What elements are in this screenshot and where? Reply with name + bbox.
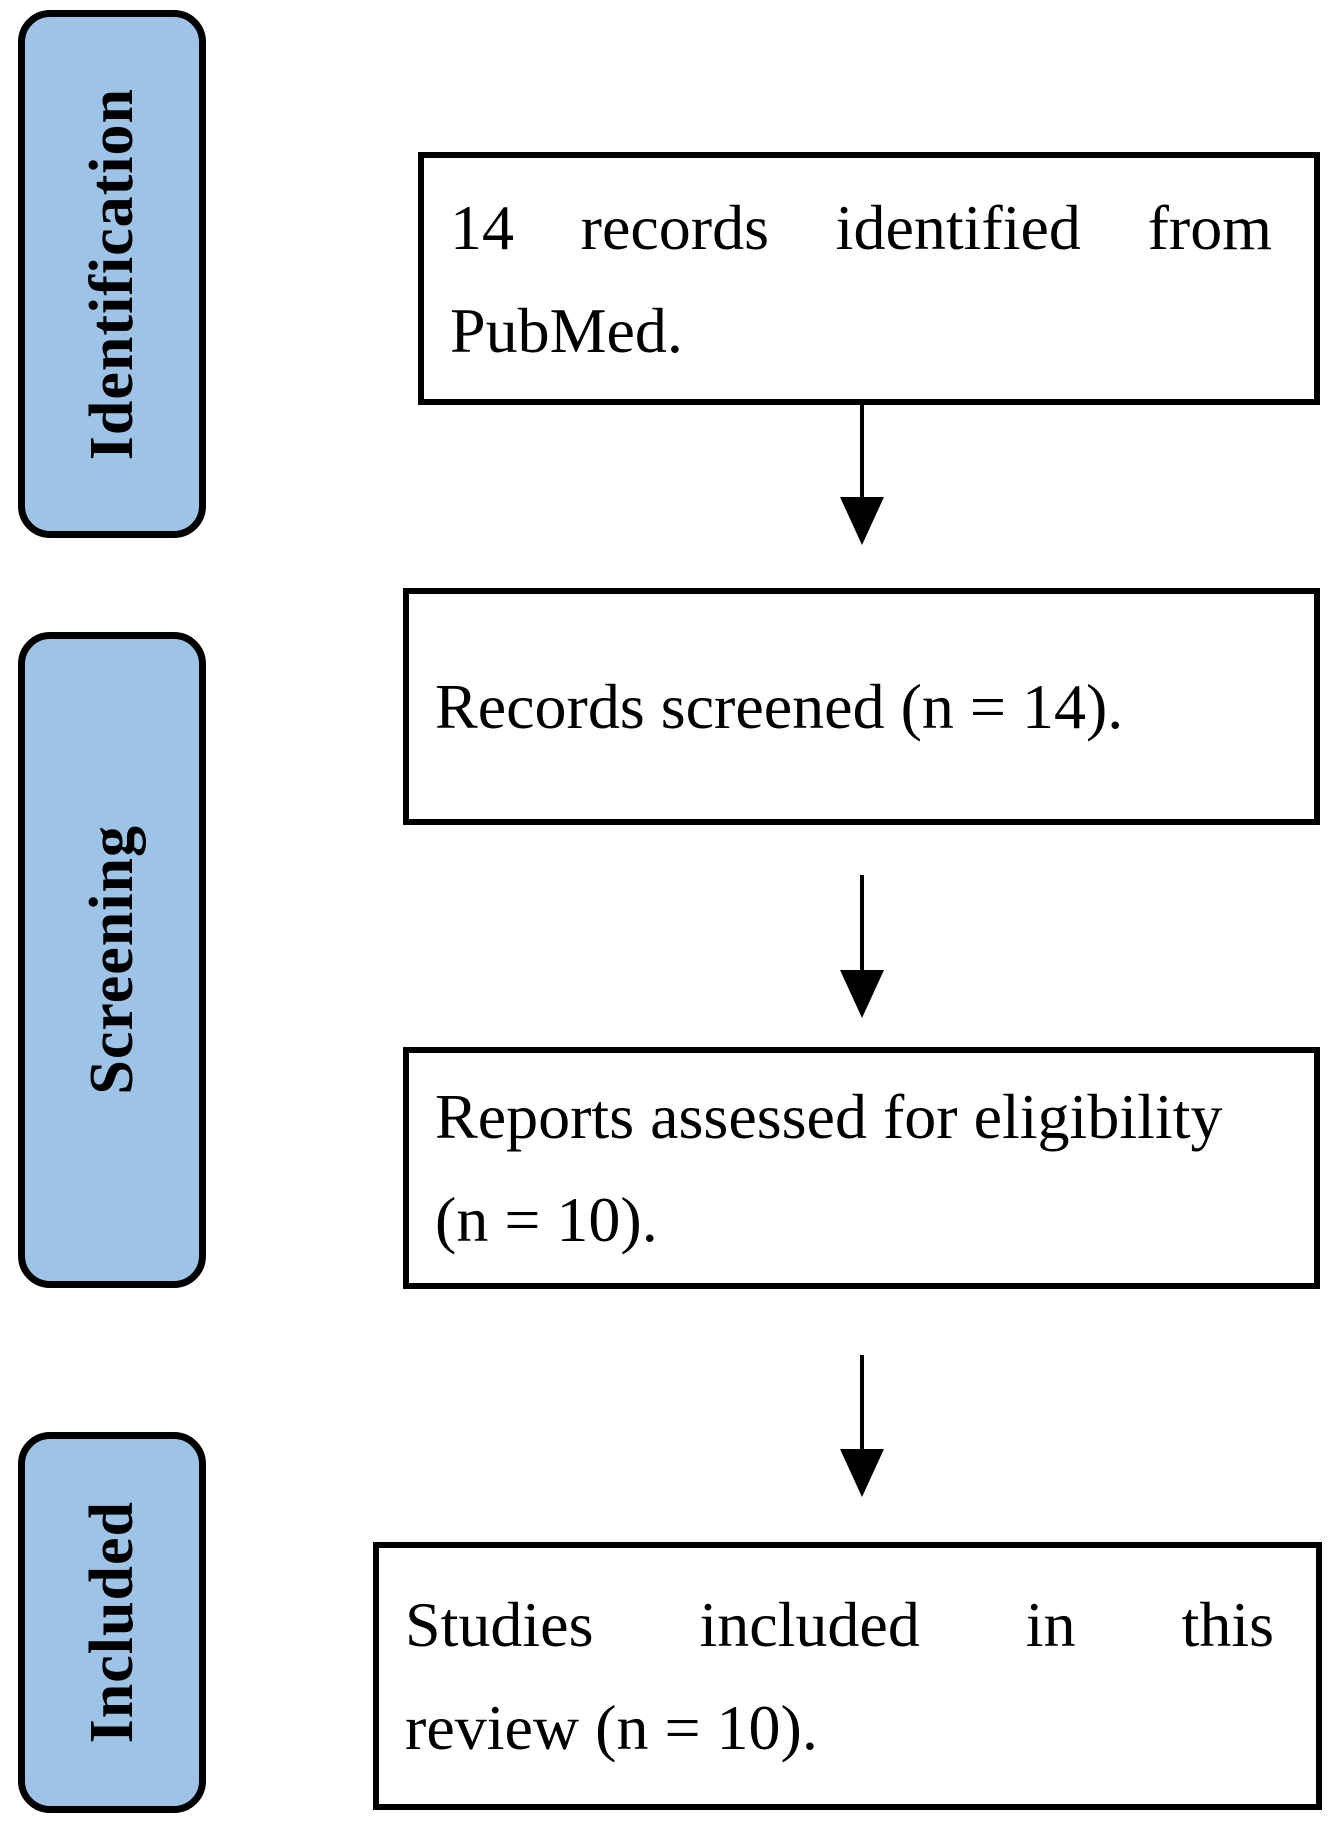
stage-included: Included — [18, 1432, 206, 1813]
stage-identification: Identification — [18, 10, 206, 538]
arrow-assessed-to-included — [840, 1355, 884, 1497]
stage-included-label: Included — [77, 1501, 146, 1744]
flow-box-line: review (n = 10). — [405, 1692, 818, 1763]
flow-box-line: PubMed. — [450, 294, 683, 366]
arrow-screened-to-assessed — [840, 875, 884, 1018]
arrow-head-icon — [840, 497, 884, 545]
arrow-shaft — [860, 403, 864, 497]
flow-box-line: Studies included in this — [405, 1573, 1274, 1676]
flow-box-line: 14 records identified from — [450, 176, 1272, 279]
flow-box-word: Studies — [405, 1589, 594, 1660]
flow-box-word: in — [1025, 1589, 1076, 1660]
stage-screening: Screening — [18, 632, 206, 1288]
flow-box-reports-assessed: Reports assessed for eligibility (n = 10)… — [403, 1047, 1320, 1289]
arrow-head-icon — [840, 1449, 884, 1497]
flow-box-word: records — [580, 191, 769, 263]
flow-box-line: Reports assessed for eligibility — [435, 1081, 1223, 1152]
stage-identification-label: Identification — [77, 87, 146, 461]
flow-box-word: this — [1181, 1589, 1274, 1660]
flow-box-word: 14 — [450, 191, 514, 263]
flow-box-records-screened: Records screened (n = 14). — [403, 588, 1320, 825]
arrow-shaft — [860, 1355, 864, 1449]
flow-box-word: from — [1147, 191, 1272, 263]
arrow-shaft — [860, 875, 864, 970]
flow-box-studies-included: Studies included in this review (n = 10). — [373, 1542, 1322, 1810]
flow-box-word: identified — [835, 191, 1081, 263]
arrow-identified-to-screened — [840, 403, 884, 545]
flow-box-line: (n = 10). — [435, 1184, 658, 1255]
stage-screening-label: Screening — [77, 825, 146, 1095]
flow-box-word: included — [699, 1589, 920, 1660]
flow-box-line: Records screened (n = 14). — [435, 671, 1124, 742]
arrow-head-icon — [840, 970, 884, 1018]
